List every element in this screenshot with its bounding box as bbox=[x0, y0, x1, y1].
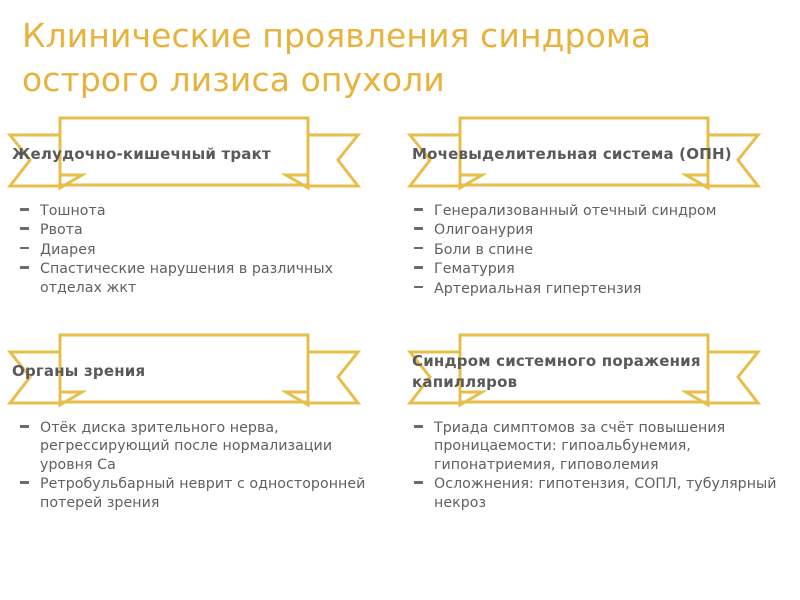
list-item: Генерализованный отечный синдром bbox=[412, 202, 792, 220]
ribbon-shape-icon bbox=[406, 333, 762, 408]
dash-bullet-icon bbox=[20, 208, 29, 211]
list-item-label: Отёк диска зрительного нерва, регрессиру… bbox=[40, 420, 333, 473]
list-item-label: Спастические нарушения в различных отдел… bbox=[40, 261, 334, 296]
ribbon-shape-icon bbox=[406, 116, 762, 191]
list-item-label: Генерализованный отечный синдром bbox=[434, 203, 717, 219]
list-item: Боли в спине bbox=[412, 241, 792, 259]
dash-bullet-icon bbox=[20, 425, 29, 428]
dash-bullet-icon bbox=[414, 425, 423, 428]
list-item: Отёк диска зрительного нерва, регрессиру… bbox=[18, 419, 386, 474]
bullet-list-capillary-leak-syndrome: Триада симптомов за счёт повышения прони… bbox=[412, 419, 792, 513]
ribbon-banner-organs-of-vision: Органы зрения bbox=[0, 329, 400, 415]
list-item-label: Боли в спине bbox=[434, 241, 533, 258]
list-item: Олигоанурия bbox=[412, 221, 792, 239]
dash-bullet-icon bbox=[414, 208, 423, 211]
list-item: Триада симптомов за счёт повышения прони… bbox=[412, 419, 792, 474]
ribbon-shape-icon bbox=[6, 116, 362, 191]
list-item-label: Олигоанурия bbox=[434, 222, 534, 239]
list-item: Гематурия bbox=[412, 260, 792, 278]
slide-title: Клинические проявления синдрома острого … bbox=[22, 16, 652, 99]
dash-bullet-icon bbox=[414, 481, 423, 484]
dash-bullet-icon bbox=[414, 285, 423, 289]
dash-bullet-icon bbox=[20, 481, 29, 484]
ribbon-banner-capillary-leak-syndrome: Синдром системного поражения капилляров bbox=[400, 329, 800, 415]
list-item-label: Гематурия bbox=[434, 261, 515, 278]
bullet-list-organs-of-vision: Отёк диска зрительного нерва, регрессиру… bbox=[18, 419, 386, 513]
list-item-label: Тошнота bbox=[40, 203, 106, 219]
list-item: Тошнота bbox=[18, 202, 386, 220]
dash-bullet-icon bbox=[20, 246, 29, 250]
dash-bullet-icon bbox=[20, 227, 29, 230]
dash-bullet-icon bbox=[20, 266, 29, 269]
section-capillary-leak-syndrome: Синдром системного поражения капилляров … bbox=[400, 329, 800, 511]
section-urinary-system: Мочевыделительная система (ОПН) Генерали… bbox=[400, 112, 800, 297]
dash-bullet-icon bbox=[414, 266, 423, 269]
list-item-label: Рвота bbox=[40, 222, 83, 239]
bullet-list-urinary-system: Генерализованный отечный синдром Олигоан… bbox=[412, 202, 792, 299]
section-gastrointestinal-tract: Желудочно-кишечный тракт Тошнота Рвота Д… bbox=[0, 112, 400, 296]
list-item: Артериальная гипертензия bbox=[412, 280, 792, 298]
list-item-label: Ретробульбарный неврит с односторонней п… bbox=[40, 476, 366, 511]
list-item: Спастические нарушения в различных отдел… bbox=[18, 260, 386, 297]
list-item: Рвота bbox=[18, 221, 386, 239]
list-item: Осложнения: гипотензия, СОПЛ, тубулярный… bbox=[412, 475, 792, 512]
list-item: Ретробульбарный неврит с односторонней п… bbox=[18, 475, 386, 512]
list-item: Диарея bbox=[18, 241, 386, 259]
list-item-label: Триада симптомов за счёт повышения прони… bbox=[434, 420, 726, 473]
list-item-label: Осложнения: гипотензия, СОПЛ, тубулярный… bbox=[434, 476, 777, 511]
bullet-list-gastrointestinal-tract: Тошнота Рвота Диарея Спастические наруше… bbox=[18, 202, 386, 298]
dash-bullet-icon bbox=[414, 227, 423, 230]
section-organs-of-vision: Органы зрения Отёк диска зрительного нер… bbox=[0, 329, 400, 511]
ribbon-banner-urinary-system: Мочевыделительная система (ОПН) bbox=[400, 112, 800, 198]
ribbon-banner-gastrointestinal-tract: Желудочно-кишечный тракт bbox=[0, 112, 400, 198]
list-item-label: Диарея bbox=[40, 241, 96, 258]
dash-bullet-icon bbox=[414, 246, 423, 250]
list-item-label: Артериальная гипертензия bbox=[434, 280, 642, 297]
ribbon-shape-icon bbox=[6, 333, 362, 408]
